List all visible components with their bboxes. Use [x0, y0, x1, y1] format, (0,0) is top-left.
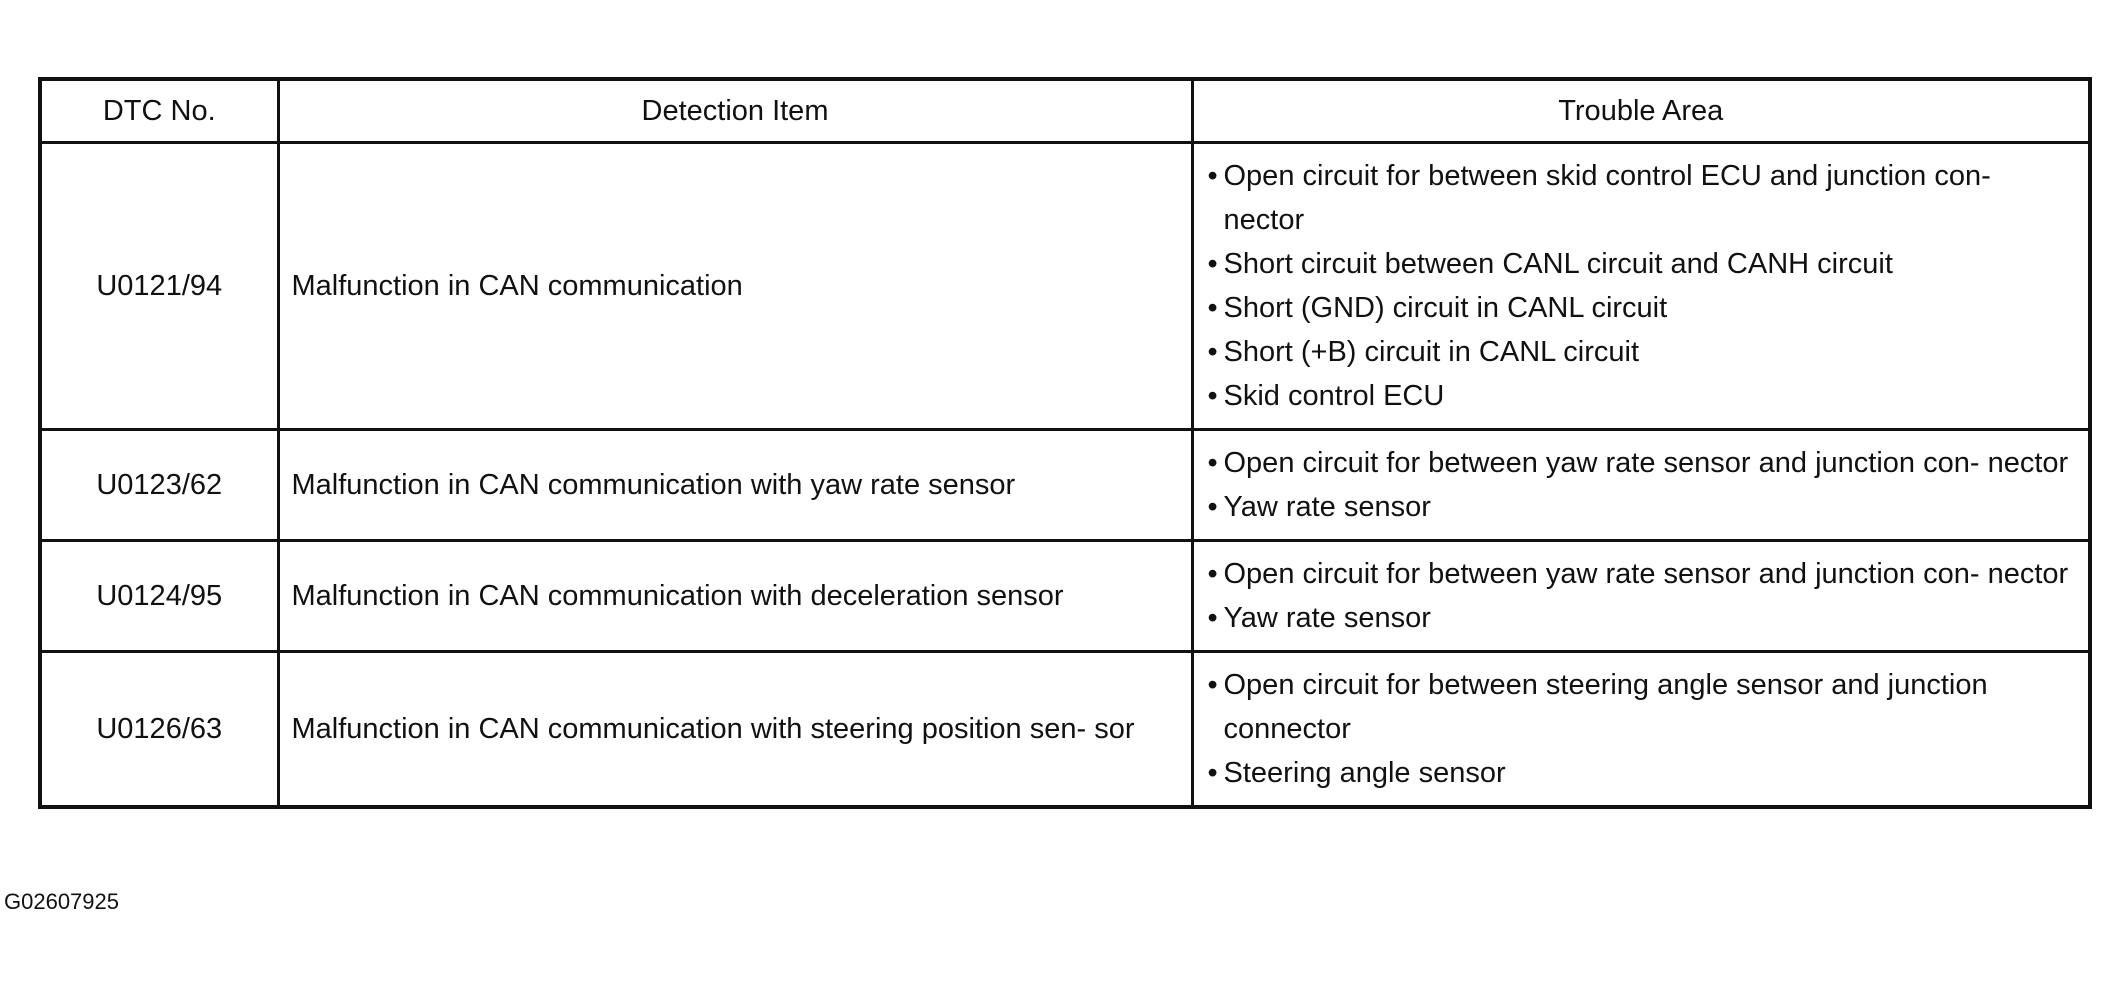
trouble-area-list: Open circuit for between yaw rate sensor…	[1208, 552, 2077, 640]
trouble-area-item: Short (GND) circuit in CANL circuit	[1208, 286, 2077, 330]
trouble-area-item: Short (+B) circuit in CANL circuit	[1208, 330, 2077, 374]
trouble-area-item: Open circuit for between yaw rate sensor…	[1208, 552, 2077, 596]
header-detection-item: Detection Item	[276, 77, 1194, 144]
trouble-area: Open circuit for between skid control EC…	[1190, 141, 2092, 431]
detection-item: Malfunction in CAN communication with ya…	[276, 428, 1194, 542]
dtc-code: U0124/95	[38, 539, 280, 653]
trouble-area-item: Skid control ECU	[1208, 374, 2077, 418]
detection-item: Malfunction in CAN communication with de…	[276, 539, 1194, 653]
dtc-code: U0126/63	[38, 650, 280, 809]
trouble-area-item: Steering angle sensor	[1208, 751, 2077, 795]
dtc-table: DTC No. Detection Item Trouble Area U012…	[38, 77, 2092, 809]
trouble-area: Open circuit for between yaw rate sensor…	[1190, 539, 2092, 653]
header-row: DTC No. Detection Item Trouble Area	[38, 77, 2092, 144]
dtc-code: U0123/62	[38, 428, 280, 542]
trouble-area-item: Yaw rate sensor	[1208, 485, 2077, 529]
figure-id: G02607925	[4, 889, 119, 914]
trouble-area-list: Open circuit for between steering angle …	[1208, 663, 2077, 795]
detection-item: Malfunction in CAN communication with st…	[276, 650, 1194, 809]
table-row: U0121/94 Malfunction in CAN communicatio…	[38, 141, 2092, 431]
header-dtc-no: DTC No.	[38, 77, 280, 144]
table-row: U0126/63 Malfunction in CAN communicatio…	[38, 650, 2092, 809]
table-row: U0123/62 Malfunction in CAN communicatio…	[38, 428, 2092, 542]
trouble-area-item: Short circuit between CANL circuit and C…	[1208, 242, 2077, 286]
trouble-area-item: Open circuit for between skid control EC…	[1208, 154, 2077, 242]
trouble-area-item: Yaw rate sensor	[1208, 596, 2077, 640]
trouble-area-list: Open circuit for between skid control EC…	[1208, 154, 2077, 418]
trouble-area-list: Open circuit for between yaw rate sensor…	[1208, 441, 2077, 529]
trouble-area-item: Open circuit for between yaw rate sensor…	[1208, 441, 2077, 485]
trouble-area: Open circuit for between yaw rate sensor…	[1190, 428, 2092, 542]
detection-item: Malfunction in CAN communication	[276, 141, 1194, 431]
trouble-area: Open circuit for between steering angle …	[1190, 650, 2092, 809]
table-header: DTC No. Detection Item Trouble Area	[38, 77, 2092, 144]
header-trouble-area: Trouble Area	[1190, 77, 2092, 144]
table-body: U0121/94 Malfunction in CAN communicatio…	[38, 141, 2092, 809]
trouble-area-item: Open circuit for between steering angle …	[1208, 663, 2077, 751]
dtc-code: U0121/94	[38, 141, 280, 431]
table-row: U0124/95 Malfunction in CAN communicatio…	[38, 539, 2092, 653]
